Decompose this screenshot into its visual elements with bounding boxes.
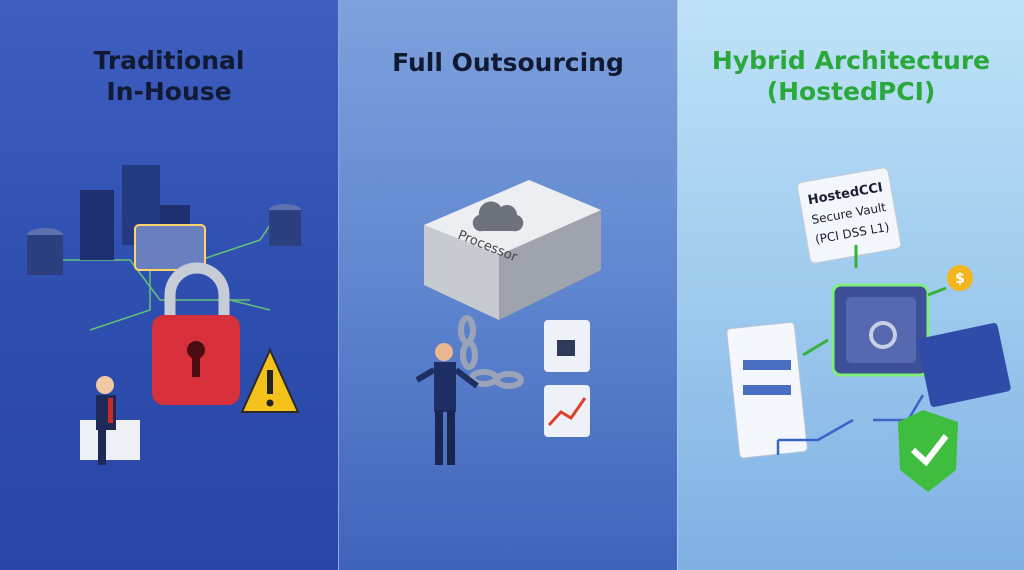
shield-check-icon bbox=[898, 410, 958, 492]
payment-form-icon bbox=[726, 321, 808, 459]
hybrid-illustration: HostedCCI Secure Vault (PCI DSS L1) $ bbox=[726, 167, 1011, 492]
database-icon bbox=[27, 204, 301, 275]
secure-vault-icon bbox=[831, 283, 930, 377]
svg-text:$: $ bbox=[955, 271, 965, 287]
panel-traditional-in-house: Traditional In-House bbox=[0, 0, 338, 570]
coin-icon bbox=[947, 265, 973, 291]
warning-icon bbox=[240, 347, 300, 413]
title-line: Traditional bbox=[93, 46, 245, 75]
processor-box: Processor bbox=[424, 180, 601, 320]
credit-card-icon bbox=[134, 224, 206, 271]
panel-title: Hybrid Architecture (HostedPCI) bbox=[678, 45, 1024, 107]
in-house-illustration bbox=[27, 165, 301, 465]
title-line: (HostedPCI) bbox=[766, 77, 936, 106]
stressed-person-icon bbox=[80, 376, 140, 465]
panel-hybrid-architecture: Hybrid Architecture (HostedPCI) HostedCC… bbox=[678, 0, 1024, 570]
vault-sign: HostedCCI Secure Vault (PCI DSS L1) bbox=[796, 167, 902, 264]
panel-full-outsourcing: Full Outsourcing Processor bbox=[338, 0, 678, 570]
padlock-icon bbox=[152, 262, 240, 405]
cloud-icon bbox=[472, 201, 524, 232]
title-line: In-House bbox=[106, 77, 232, 106]
dashboard-icon bbox=[917, 322, 1011, 408]
network-lines bbox=[60, 209, 281, 331]
chain-icon bbox=[458, 315, 524, 389]
person-shrugging-icon bbox=[415, 343, 479, 465]
panel-title: Traditional In-House bbox=[0, 45, 338, 107]
growth-chart-icon bbox=[544, 385, 590, 437]
title-line: Hybrid Architecture bbox=[711, 46, 991, 75]
panel-title: Full Outsourcing bbox=[392, 48, 624, 77]
outsourcing-illustration: Processor bbox=[415, 180, 601, 465]
